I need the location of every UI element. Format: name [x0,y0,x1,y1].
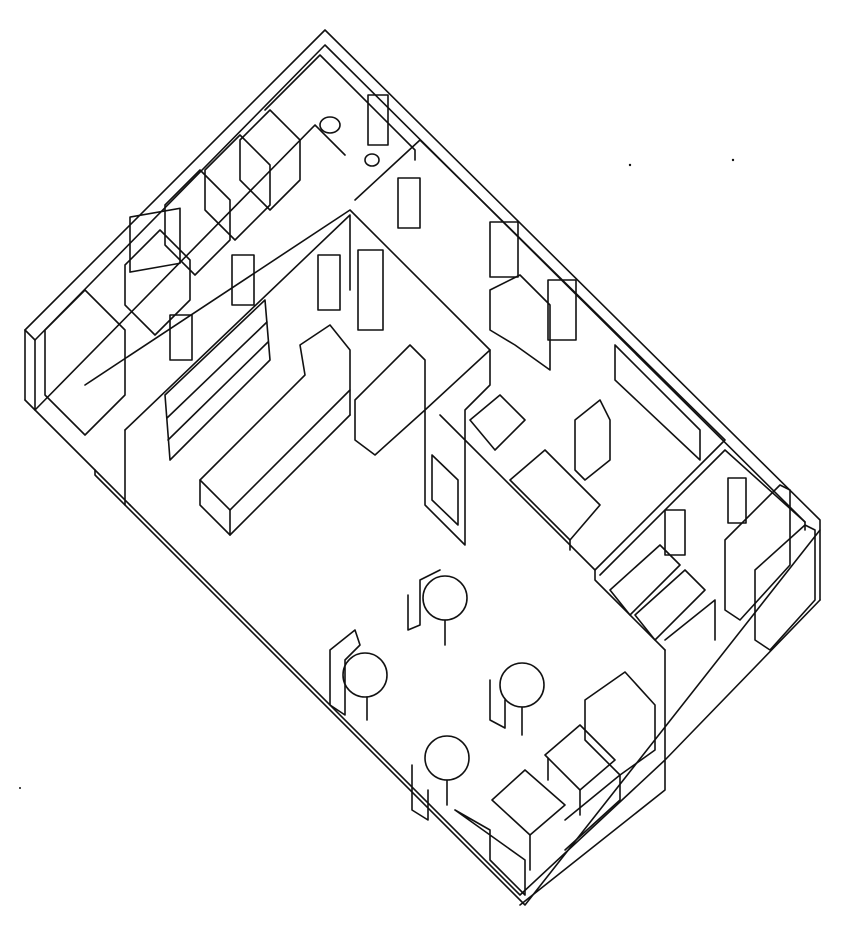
storage-cabinet-4 [204,134,271,241]
table-top [499,662,545,708]
square-table-2 [491,769,566,871]
chair [489,679,506,729]
door-1 [169,314,193,361]
outer-walls [24,29,821,906]
locker-door-1 [664,509,686,556]
door-5 [357,249,384,331]
restroom-door [367,94,389,146]
storage-cabinet-5 [239,109,301,211]
shelf [167,341,269,441]
door-2 [231,254,255,306]
desk [509,449,601,541]
bistro-table-4 [411,735,470,821]
seat-outline-2 [564,774,621,851]
chair [411,764,429,821]
outer-wall-left-corner [24,329,36,341]
storage-row [34,109,491,436]
armchair-1 [584,671,656,776]
shelf [166,321,268,419]
locker-2 [754,524,816,651]
sink-icon [364,153,380,167]
dining-wall-right [129,504,666,896]
kitchen [124,139,726,571]
display-frame [431,454,459,526]
kitchen-wall-left [124,214,351,431]
speck [19,787,21,789]
booth-seat [454,774,621,896]
office [439,221,701,651]
chair-outline [584,671,656,776]
door-4 [397,177,421,229]
window-2 [547,279,577,341]
chair [407,569,441,631]
restroom-wall [264,54,416,161]
locker-bench-2 [634,569,706,641]
locker-door-2 [727,477,747,524]
storage-divider-wall [34,124,346,411]
table-top [424,735,470,781]
office-chair [574,399,611,481]
cabinet [489,274,551,371]
counter-front-edge [229,414,351,536]
dining-furniture [329,569,656,896]
sofa [614,344,701,461]
partition-wall [424,349,491,546]
table-top [491,769,566,836]
bistro-table-3 [489,662,545,736]
counter-top [199,324,351,511]
storage-cabinet-3 [164,169,231,276]
locker-room [599,449,816,651]
storage-bin [129,207,181,273]
armchair-kitchen [354,344,426,456]
seat-outline [454,809,526,896]
dining-wall-left [94,469,131,506]
outer-wall-top [24,29,821,906]
dining-room [94,469,666,896]
chair [329,629,361,716]
storage-wall-lower [84,209,491,386]
bench [469,394,526,451]
window-1 [489,221,519,278]
shelving-unit [164,299,271,461]
bar-counter [199,324,351,536]
outer-wall-top-inner [34,44,806,523]
table-top [342,652,388,698]
ink-speckles [19,158,735,789]
storage-cabinet-2 [124,229,191,336]
outer-wall-base-left [24,399,96,471]
partition [354,344,491,546]
locker-1 [724,484,791,621]
toilet-icon [319,116,341,134]
storage-cabinet-1 [44,289,126,436]
counter-front [199,479,231,536]
locker-bench-3 [664,599,716,641]
bistro-table-1 [407,569,468,646]
outer-wall-base-right [519,599,821,906]
bistro-table-2 [329,629,388,721]
kitchen-wall-right [354,139,726,571]
speck [731,158,735,162]
locker-wall [599,449,806,576]
door-3 [317,254,341,311]
speck [628,163,632,167]
locker-bench-1 [609,544,681,616]
table-top [422,575,468,621]
square-table-1 [544,724,616,816]
table-top [544,724,616,791]
restroom [264,54,416,167]
